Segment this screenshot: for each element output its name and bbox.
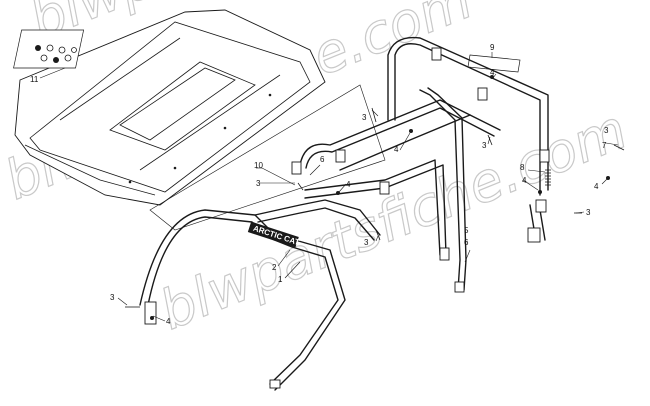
warning-label-icon bbox=[35, 44, 77, 63]
callout-4-e: 4 bbox=[594, 182, 599, 191]
callout-1: 1 bbox=[278, 275, 283, 284]
callout-3-a: 3 bbox=[362, 113, 367, 122]
callout-6-right: 6 bbox=[464, 238, 469, 247]
callout-4-f: 4 bbox=[166, 317, 171, 326]
callout-8: 8 bbox=[520, 163, 525, 172]
callout-3-f: 3 bbox=[586, 208, 591, 217]
decal-strip bbox=[467, 54, 521, 73]
callout-3-g: 3 bbox=[110, 293, 115, 302]
callout-6-top: 6 bbox=[320, 155, 325, 164]
callout-3-b: 3 bbox=[482, 141, 487, 150]
roof-panel bbox=[13, 9, 326, 206]
callout-11: 11 bbox=[30, 75, 39, 84]
callout-4-a: 4 bbox=[490, 68, 495, 77]
callout-3-e: 3 bbox=[364, 238, 369, 247]
callout-3-d: 3 bbox=[256, 179, 261, 188]
callout-7: 7 bbox=[602, 141, 607, 150]
spring-pin-icon bbox=[545, 169, 551, 186]
front-cage bbox=[139, 199, 381, 391]
callout-9: 9 bbox=[490, 43, 495, 52]
callout-5: 5 bbox=[464, 226, 469, 235]
callout-4-b: 4 bbox=[394, 145, 399, 154]
bracket-outline bbox=[149, 84, 386, 231]
callout-4-c: 4 bbox=[346, 180, 351, 189]
clamps bbox=[144, 47, 550, 389]
callout-2: 2 bbox=[272, 263, 277, 272]
callout-3-c: 3 bbox=[604, 126, 609, 135]
leader-lines bbox=[39, 52, 619, 322]
callout-4-d: 4 bbox=[522, 176, 527, 185]
callout-10: 10 bbox=[254, 161, 263, 170]
callouts: 11 9 10 8 7 6 6 5 2 1 4 4 4 4 4 4 3 3 3 … bbox=[30, 43, 609, 326]
